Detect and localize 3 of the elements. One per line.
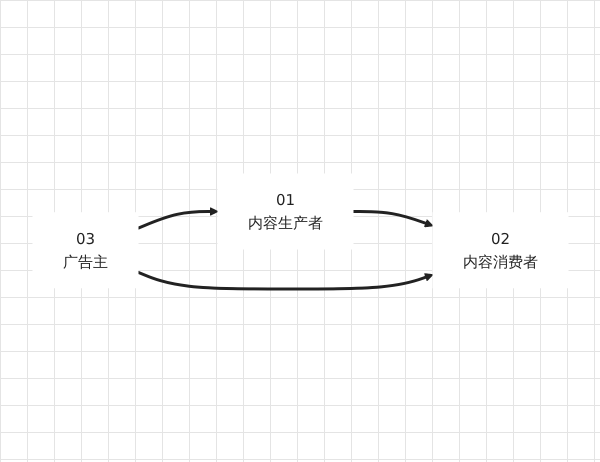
arrow [136, 270, 433, 290]
arrow [352, 210, 433, 227]
arrow [136, 206, 218, 230]
